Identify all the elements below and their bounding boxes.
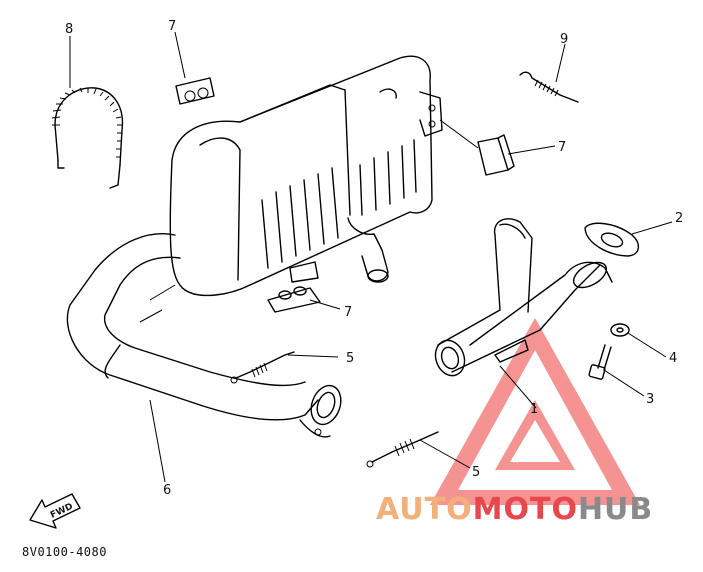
watermark-triangle (430, 318, 640, 505)
bolt (588, 344, 612, 380)
watermark-moto: MOTO (473, 492, 578, 527)
callout-2: 2 (675, 211, 683, 226)
leader-lines (69, 31, 673, 483)
callouts: 8 7 9 7 2 7 5 4 3 1 6 5 (65, 19, 683, 498)
callout-8: 8 (65, 22, 73, 37)
part-code: 8V0100-4080 (22, 545, 107, 559)
forward-arrow: FWD (29, 493, 81, 529)
callout-9: 9 (560, 32, 568, 47)
damper-top-left (175, 77, 215, 105)
callout-5-upper: 5 (346, 351, 354, 366)
callout-7-right: 7 (558, 140, 566, 155)
muffler (169, 55, 443, 297)
callout-3: 3 (646, 392, 654, 407)
gasket (584, 222, 639, 257)
watermark-hub: HUB (578, 492, 653, 527)
header-pipe (66, 233, 342, 438)
callout-4: 4 (669, 351, 677, 366)
damper-bottom (267, 286, 321, 313)
damper-right (477, 134, 515, 176)
callout-5-lower: 5 (472, 465, 480, 480)
front-pipe (434, 218, 613, 377)
watermark-auto: AUTO (376, 492, 473, 527)
watermark-text: AUTOMOTOHUB (376, 492, 653, 527)
forward-arrow-label: FWD (49, 502, 75, 521)
callout-1: 1 (530, 402, 538, 417)
callout-7-top: 7 (168, 19, 176, 34)
spring-5-lower (366, 431, 439, 468)
spring-5-upper (230, 351, 295, 384)
spring-9 (519, 71, 579, 103)
spring-8 (51, 87, 124, 189)
callout-7-bottom: 7 (344, 305, 352, 320)
callout-6: 6 (163, 483, 171, 498)
washer (610, 323, 630, 337)
